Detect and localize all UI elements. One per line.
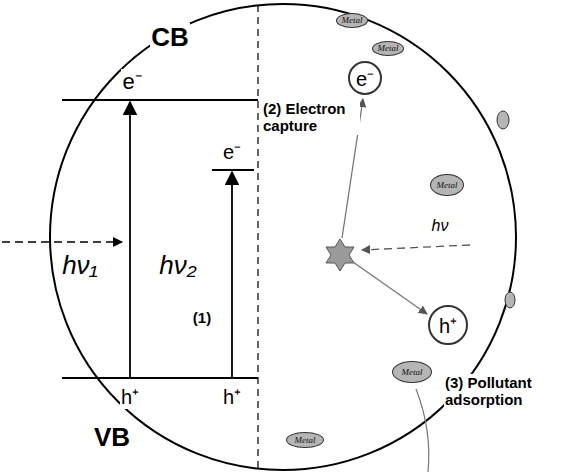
band-label: CB bbox=[150, 23, 190, 53]
divider bbox=[257, 5, 258, 469]
leader-line bbox=[416, 389, 429, 472]
band-label: (1) bbox=[192, 309, 212, 326]
metal-particle: Metal bbox=[336, 13, 368, 28]
cb-edge bbox=[62, 99, 258, 101]
metal-particle bbox=[497, 111, 509, 129]
metal-label: Metal bbox=[342, 15, 363, 25]
metal-label: Metal bbox=[378, 43, 399, 53]
vb-edge bbox=[62, 377, 258, 379]
charge-arrow bbox=[353, 262, 427, 314]
band-label: h⁺ bbox=[222, 386, 242, 409]
band-label: hν₁ bbox=[61, 251, 99, 281]
metal-particle bbox=[505, 292, 515, 308]
metal-particle: Metal bbox=[392, 361, 432, 383]
band-label: VB bbox=[93, 423, 131, 453]
band-label: hν bbox=[431, 217, 450, 235]
metal-particle: Metal bbox=[286, 432, 324, 448]
charge-symbol: e⁻ bbox=[356, 65, 374, 92]
light-arrow bbox=[2, 241, 122, 242]
band-label: e⁻ bbox=[121, 69, 142, 94]
metal-label: Metal bbox=[402, 367, 423, 377]
trap-level bbox=[212, 169, 254, 171]
callout-label: (3) Pollutant adsorption bbox=[444, 374, 564, 409]
metal-particle: Metal bbox=[372, 41, 404, 56]
charge-circle: h⁺ bbox=[428, 305, 468, 345]
band-label: hν₂ bbox=[158, 251, 197, 281]
excitation-arrow bbox=[129, 102, 131, 378]
metal-label: Metal bbox=[295, 435, 316, 445]
light-arrow bbox=[362, 245, 470, 250]
callout-label: (2) Electron capture bbox=[262, 100, 360, 135]
excitation-arrow bbox=[231, 172, 233, 378]
excitation-star bbox=[326, 239, 354, 271]
band-label: e⁻ bbox=[222, 141, 242, 164]
charge-circle: e⁻ bbox=[348, 61, 382, 95]
band-label: h⁺ bbox=[120, 386, 140, 409]
metal-label: Metal bbox=[437, 180, 458, 190]
metal-particle: Metal bbox=[430, 174, 464, 196]
charge-symbol: h⁺ bbox=[439, 312, 457, 339]
